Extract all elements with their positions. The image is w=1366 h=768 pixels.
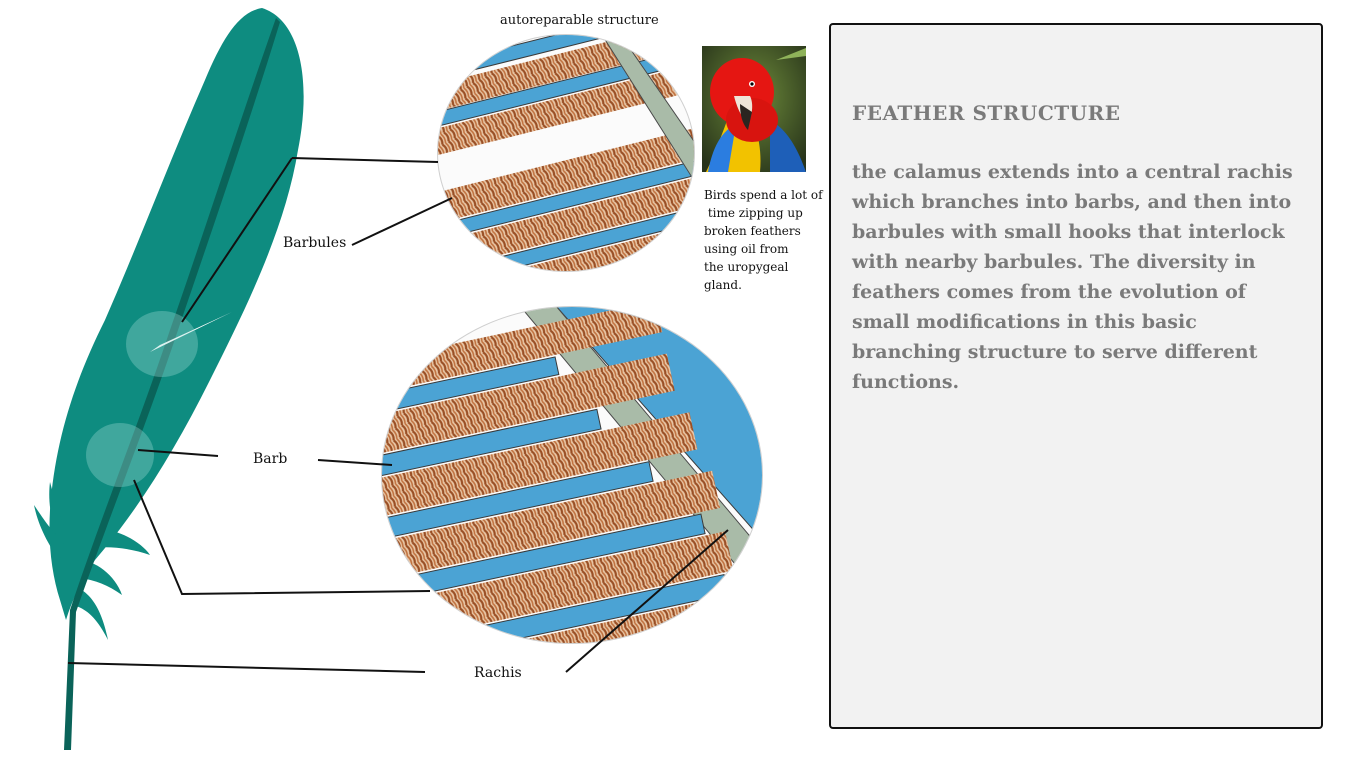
caption-line: gland.: [704, 278, 742, 292]
caption-line: using oil from: [704, 242, 789, 256]
caption-line: Birds spend a lot of: [704, 188, 823, 202]
panel-body: the calamus extends into a central rachi…: [852, 161, 1293, 393]
leader-lines: [67, 157, 729, 673]
parrot-caption: Birds spend a lot of time zipping up bro…: [704, 186, 829, 294]
barb-line-lower: [133, 479, 431, 596]
barb-line-right: [317, 459, 393, 466]
panel-title: FEATHER STRUCTURE: [852, 101, 1121, 125]
caption-line: the uropygeal: [704, 260, 789, 274]
feather-split: [150, 312, 232, 352]
autoreparable-zoom: [437, 34, 695, 272]
barb-zoom: [381, 306, 763, 644]
barb-label: Barb: [253, 451, 288, 467]
feather: [34, 8, 304, 750]
parrot-photo: [702, 46, 806, 172]
caption-line: broken feathers: [704, 224, 801, 238]
barb-line-left: [137, 449, 219, 457]
barb-zoom-marker: [86, 423, 154, 487]
caption-line: time zipping up: [704, 206, 803, 220]
barbules-line-shaft: [181, 157, 293, 323]
rachis-label: Rachis: [474, 665, 522, 681]
barbules-zoom-marker: [126, 311, 198, 377]
barbules-line-lower: [351, 197, 453, 246]
rachis-line-right: [565, 529, 729, 673]
feather-lower-barbs: [34, 482, 150, 640]
info-panel: FEATHER STRUCTURE the calamus extends in…: [829, 23, 1323, 729]
autoreparable-label: autoreparable structure: [500, 13, 659, 28]
rachis-line-left: [67, 662, 426, 673]
barbules-line-upper: [291, 157, 439, 163]
barbules-label: Barbules: [283, 235, 347, 251]
